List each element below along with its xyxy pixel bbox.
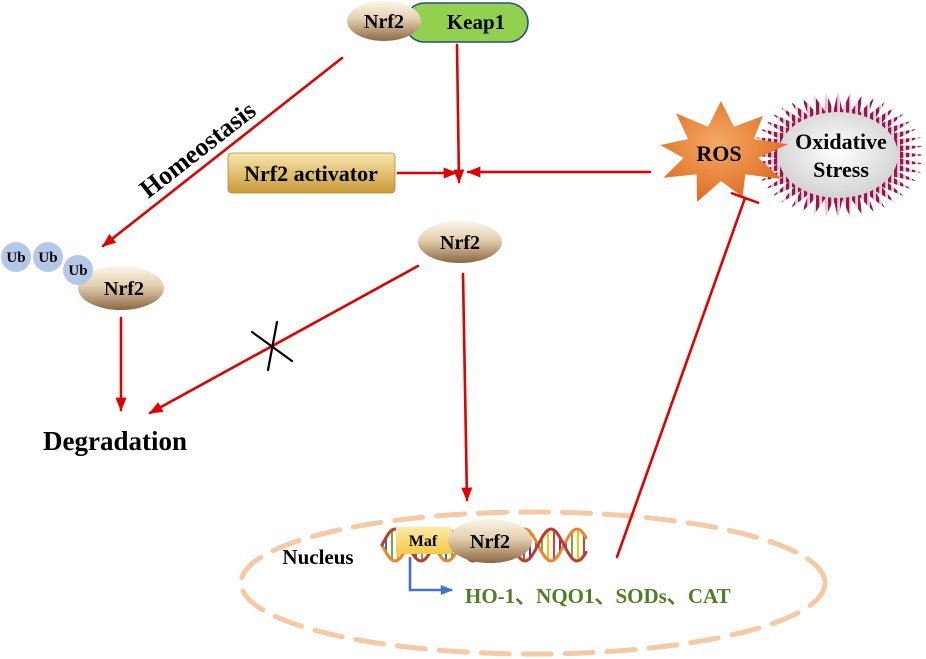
inhibition-bar xyxy=(730,192,760,204)
nrf2-activator-node: Nrf2 activator xyxy=(227,152,396,194)
oxidative-stress-core xyxy=(778,112,898,198)
ubiquitin-ball xyxy=(1,242,31,272)
ros-label: ROS xyxy=(696,141,741,166)
ubiquitin-label: Ub xyxy=(6,250,25,266)
inhibition-line xyxy=(615,196,747,559)
free-nrf2-shape xyxy=(418,221,502,263)
maf-box xyxy=(396,527,452,554)
ubiquitin-label: Ub xyxy=(68,263,87,279)
arrow-free-nrf2-to-nucleus xyxy=(461,272,473,502)
nrf2-activator-label: Nrf2 activator xyxy=(244,161,378,186)
ros-node: ROS xyxy=(660,101,788,202)
nucleus-label: Nucleus xyxy=(282,545,353,569)
transcription-arrow xyxy=(408,557,454,595)
free-nrf2-label: Nrf2 xyxy=(440,232,480,254)
inhibition-genes-to-ros xyxy=(615,192,760,559)
arrow-complex-to-ub-nrf2 xyxy=(101,56,344,248)
arrow-free-nrf2-to-degradation xyxy=(148,264,420,415)
maf-node: Maf xyxy=(396,527,452,554)
complex-nrf2-label: Nrf2 xyxy=(364,11,404,33)
free-nrf2-node: Nrf2 xyxy=(418,221,502,263)
complex-nrf2-shape xyxy=(347,1,421,41)
nrf2-activator-box xyxy=(227,152,396,194)
degradation-label: Degradation xyxy=(43,426,187,456)
keap1-label: Keap1 xyxy=(447,10,505,34)
nucleus-boundary xyxy=(238,509,828,657)
ubiquitinated-nrf2-node: Nrf2 Ub Ub Ub xyxy=(1,242,164,310)
ubiquitin-label: Ub xyxy=(38,250,57,266)
arrow-complex-to-free-nrf2 xyxy=(453,43,465,184)
oxidative-stress-node: Oxidative Stress xyxy=(751,92,925,218)
ub-nrf2-shape xyxy=(78,266,164,310)
nrf2-keap1-complex: Keap1 Nrf2 xyxy=(347,1,529,43)
nuclear-nrf2-shape xyxy=(448,519,532,563)
ubiquitin-ball xyxy=(63,255,93,285)
target-genes-label: HO-1、NQO1、SODs、CAT xyxy=(465,584,731,608)
oxidative-stress-label-line2: Stress xyxy=(813,157,869,182)
blocked-mark-stroke xyxy=(266,320,279,372)
ub-nrf2-label: Nrf2 xyxy=(104,278,144,300)
nuclear-nrf2-label: Nrf2 xyxy=(470,531,510,553)
nuclear-nrf2-node: Nrf2 xyxy=(448,519,532,563)
ros-star xyxy=(660,101,788,202)
ubiquitin-ball xyxy=(33,242,63,272)
maf-label: Maf xyxy=(409,533,438,550)
blocked-mark xyxy=(250,320,294,372)
oxidative-stress-label-line1: Oxidative xyxy=(795,129,887,154)
